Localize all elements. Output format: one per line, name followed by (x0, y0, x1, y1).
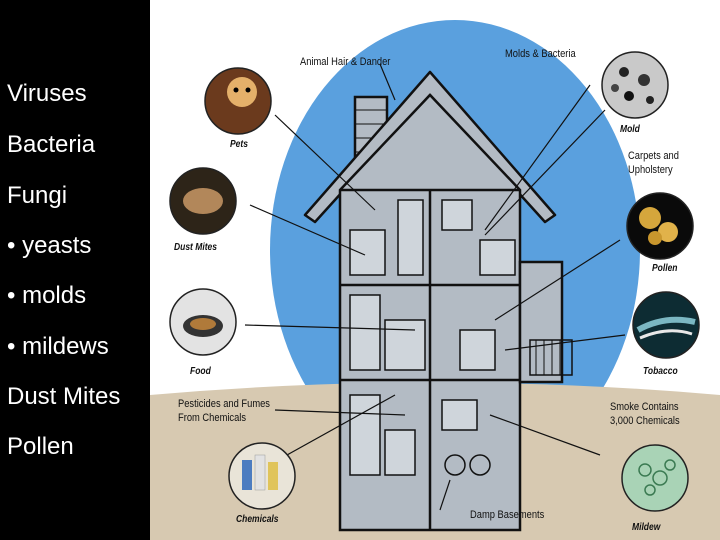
label-animal-hair: Animal Hair & Dander (300, 56, 391, 68)
label-pesticides-1: Pesticides and Fumes (178, 398, 270, 410)
bullet-dust-mites: Dust Mites (7, 383, 121, 410)
bullet-mildews: • mildews (7, 333, 109, 360)
tobacco-icon (632, 291, 700, 359)
bullet-yeasts: • yeasts (7, 232, 92, 259)
pollen-icon (626, 192, 694, 260)
label-tobacco: Tobacco (643, 366, 678, 377)
bullet-fungi: Fungi (7, 182, 68, 209)
room-furniture (349, 199, 516, 476)
sidebar: Viruses Bacteria Fungi • yeasts • molds … (0, 0, 150, 540)
mold-icon (601, 51, 669, 119)
dust-mite-icon (169, 167, 237, 235)
label-smoke-1: Smoke Contains (610, 401, 679, 413)
dog-icon (204, 67, 272, 135)
label-damp-basements: Damp Basements (470, 509, 545, 521)
label-carpets-1: Carpets and (628, 150, 679, 162)
food-pan-icon (169, 288, 237, 356)
bullet-viruses: Viruses (7, 80, 87, 107)
label-chemicals: Chemicals (236, 514, 279, 525)
label-molds-bacteria: Molds & Bacteria (505, 48, 576, 60)
label-dust-mites: Dust Mites (174, 242, 217, 253)
house-diagram (150, 20, 720, 540)
label-smoke-2: 3,000 Chemicals (610, 415, 680, 427)
bullet-bacteria: Bacteria (7, 131, 96, 158)
label-pollen: Pollen (652, 263, 678, 274)
label-mildew: Mildew (632, 522, 661, 533)
bullet-molds: • molds (7, 282, 87, 309)
chemicals-icon (228, 442, 296, 510)
label-carpets-2: Upholstery (628, 164, 673, 176)
mildew-icon (621, 444, 689, 512)
diagram-panel: Animal Hair & Dander Molds & Bacteria Pe… (150, 0, 720, 540)
bullet-pollen: Pollen (7, 433, 74, 460)
label-pets: Pets (230, 139, 248, 150)
label-mold: Mold (620, 124, 640, 135)
label-pesticides-2: From Chemicals (178, 412, 247, 424)
label-food: Food (190, 366, 211, 377)
